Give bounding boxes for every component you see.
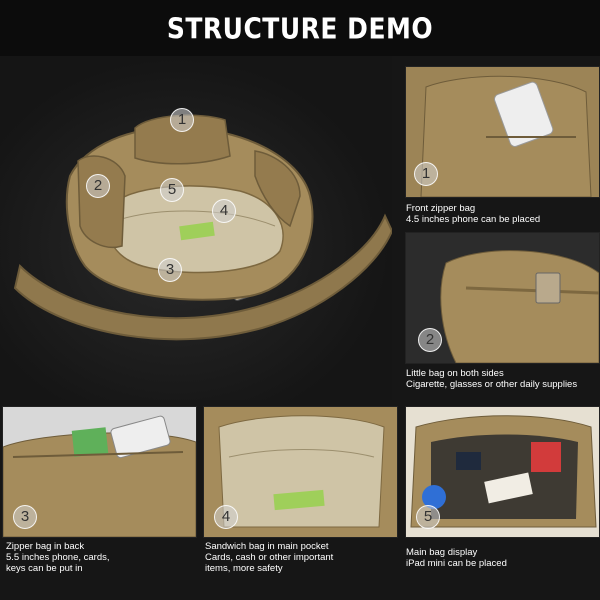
marker-4: 4 (212, 199, 236, 223)
panel-main-marker: 5 (416, 505, 440, 529)
marker-5: 5 (160, 178, 184, 202)
hero-bag-image: 1 2 5 4 3 (0, 56, 392, 400)
panel-sandwich-caption-1: Sandwich bag in main pocket (205, 541, 329, 552)
bag-illustration (13, 114, 392, 341)
panel-front-caption-2: 4.5 inches phone can be placed (406, 214, 541, 225)
panel-side-marker: 2 (418, 328, 442, 352)
panel-main-bag-image: 5 (405, 406, 600, 538)
panel-sandwich-marker: 4 (214, 505, 238, 529)
side-pocket-illustration (406, 233, 599, 363)
panel-front-caption-1: Front zipper bag (406, 203, 476, 214)
panel-front-zipper-image: 1 (405, 66, 600, 198)
panel-back-marker: 3 (13, 505, 37, 529)
panel-main-caption-1: Main bag display (406, 547, 478, 558)
panel-side-caption-1: Little bag on both sides (406, 368, 504, 379)
panel-back-zipper-image: 3 (2, 406, 197, 538)
front-pocket-illustration (406, 67, 599, 197)
header-bar: STRUCTURE DEMO (0, 0, 600, 56)
panel-sandwich-caption-2: Cards, cash or other important (205, 552, 334, 563)
panel-back-caption-1: Zipper bag in back (6, 541, 85, 552)
marker-2: 2 (86, 174, 110, 198)
back-pocket-illustration (3, 407, 196, 537)
page-title: STRUCTURE DEMO (166, 11, 434, 45)
panel-front-marker: 1 (414, 162, 438, 186)
panel-side-caption-2: Cigarette, glasses or other daily suppli… (406, 379, 578, 390)
panel-back-caption-3: keys can be put in (6, 563, 83, 574)
panel-sandwich-image: 4 (203, 406, 398, 538)
panel-main-caption-2: iPad mini can be placed (406, 558, 507, 569)
marker-1: 1 (170, 108, 194, 132)
panel-back-caption-2: 5.5 inches phone, cards, (6, 552, 110, 563)
panel-side-bag-image: 2 (405, 232, 600, 364)
panel-sandwich-caption-3: items, more safety (205, 563, 283, 574)
marker-3: 3 (158, 258, 182, 282)
